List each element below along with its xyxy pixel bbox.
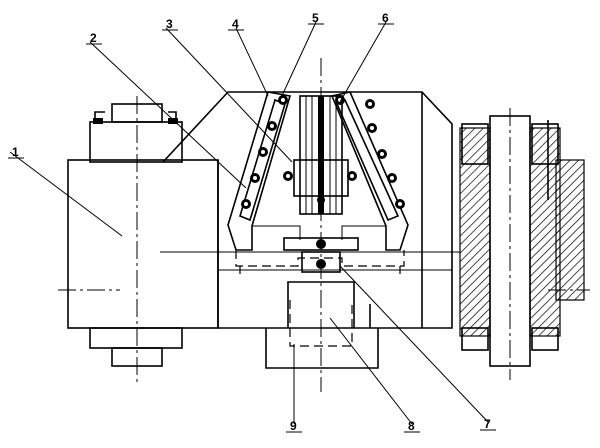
leader-lines: [8, 21, 496, 433]
right-wedge: [330, 91, 409, 251]
callout-4: 4: [232, 17, 239, 31]
right-shaft-assembly: [459, 108, 590, 380]
main-body: [160, 91, 460, 329]
callout-7: 7: [484, 417, 491, 431]
callout-9: 9: [290, 419, 297, 433]
left-wedge: [227, 91, 301, 251]
callout-5: 5: [312, 11, 319, 25]
callout-3: 3: [166, 17, 173, 31]
callout-1: 1: [12, 145, 19, 159]
callout-8: 8: [408, 419, 415, 433]
callout-6: 6: [382, 11, 389, 25]
left-housing: [58, 96, 219, 385]
lower-piston: [265, 281, 379, 369]
callout-2: 2: [90, 31, 97, 45]
central-stack: [283, 58, 359, 392]
